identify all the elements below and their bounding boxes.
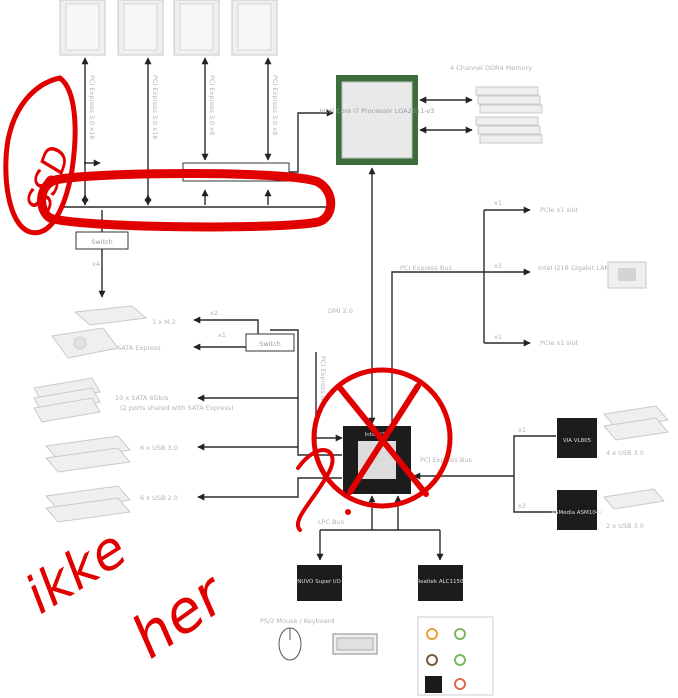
sata-switch-label: Switch <box>259 340 281 348</box>
sata-label: 10 x SATA 6Gb/s <box>115 394 169 402</box>
usb3-left-ports-icon <box>45 435 131 473</box>
usb-controller-chip-top: VIA VL805 <box>557 418 597 458</box>
m2-label: 1 x M.2 <box>152 318 176 326</box>
pcie-x1-slot-top-label: PCIe x1 slot <box>540 206 579 214</box>
usb3-right-ports-icon <box>603 405 669 441</box>
pcie-bus-label-vertical: PCI Express Bus <box>319 356 327 408</box>
super-io-chip: NUVO Super I/O <box>297 565 342 601</box>
link-x2-a: x2 <box>210 309 218 317</box>
usb-chip-top-label: VIA VL805 <box>563 438 592 444</box>
bus-highlight-oval <box>37 169 336 232</box>
ps2-label: PS/2 Mouse / Keyboard <box>260 617 334 625</box>
pcie-card-3 <box>173 0 220 56</box>
dmi-label: DMI 2.0 <box>328 307 353 315</box>
pcie-slot-label-4: PCI Express 3.0 x8 <box>271 75 279 135</box>
usb3-left-label: 6 x USB 3.0 <box>140 444 178 452</box>
pcie-bus-line <box>391 271 484 424</box>
pcie-card-2 <box>117 0 164 56</box>
memory-module-upper <box>475 86 543 114</box>
cpu-chip: Intel Core i7 Processor LGA2011-v3 <box>320 75 435 165</box>
pcie-slot-label-3: PCI Express 3.0 x8 <box>208 75 216 135</box>
m2-link <box>193 316 259 334</box>
cpu-label: Intel Core i7 Processor LGA2011-v3 <box>320 107 435 115</box>
audio-ports-panel <box>417 616 494 696</box>
sata-sub-label: (2 ports shared with SATA Express) <box>120 404 234 412</box>
super-io-label: NUVO Super I/O <box>297 579 341 585</box>
lower-switch-label: Switch <box>91 238 113 246</box>
pcie-slot-label-1: PCI Express 3.0 x16 <box>88 75 96 139</box>
usb3-right-label: 4 x USB 3.0 <box>606 449 644 457</box>
sata-drives-icon <box>33 377 101 423</box>
memory-module-lower <box>475 116 543 144</box>
handwritten-ikke: ikke <box>15 519 137 626</box>
usb-controller-chip-bottom: ASMedia ASM1042 <box>551 490 603 530</box>
lpc-bus-label: LPC Bus <box>318 518 345 526</box>
usb-chip-bottom-label: ASMedia ASM1042 <box>551 510 603 516</box>
usb3-right-bottom-label: 2 x USB 3.0 <box>606 522 644 530</box>
handwritten-her: her <box>119 559 239 672</box>
cpu-upper-bus <box>289 109 334 173</box>
m2-ssd-drive-icon <box>73 305 148 326</box>
pcie-card-1 <box>59 0 106 56</box>
usb2-left-ports-icon <box>45 485 131 523</box>
link-x1-d: x1 <box>218 331 226 339</box>
link-x1-c: x1 <box>494 333 502 341</box>
pch-cross-out <box>311 367 453 509</box>
pcie-slot-label-2: PCI Express 3.0 x16 <box>151 75 159 139</box>
link-x2-b: x2 <box>518 502 526 510</box>
audio-codec-chip: Realtek ALC1150 <box>417 565 464 601</box>
audio-label: Realtek ALC1150 <box>417 579 464 585</box>
usb2-left-link <box>197 477 342 501</box>
sata-express-label: 1 x SATA Express <box>105 344 161 352</box>
link-x1-right: x1 <box>518 426 526 434</box>
memory-label: 4 Channel DDR4 Memory <box>450 64 532 72</box>
pcie-card-4 <box>231 0 278 56</box>
link-x4-label: x4 <box>92 260 100 268</box>
link-x1-a: x1 <box>494 199 502 207</box>
lan-label: Intel I218 Gigabit LAN <box>538 264 610 272</box>
link-x1-b: x1 <box>494 262 502 270</box>
pcie-bus-label-top: PCI Express Bus <box>400 264 452 272</box>
mouse-icon <box>278 627 302 661</box>
usb3-right-bottom-ports-icon <box>603 488 665 510</box>
hard-drive-icon <box>51 327 119 359</box>
usb2-left-label: 6 x USB 2.0 <box>140 494 178 502</box>
pcie-x1-slot-bottom-label: PCIe x1 slot <box>540 339 579 347</box>
ethernet-port-icon <box>607 261 647 289</box>
sata-switch-box <box>245 333 295 352</box>
keyboard-icon <box>332 633 378 655</box>
